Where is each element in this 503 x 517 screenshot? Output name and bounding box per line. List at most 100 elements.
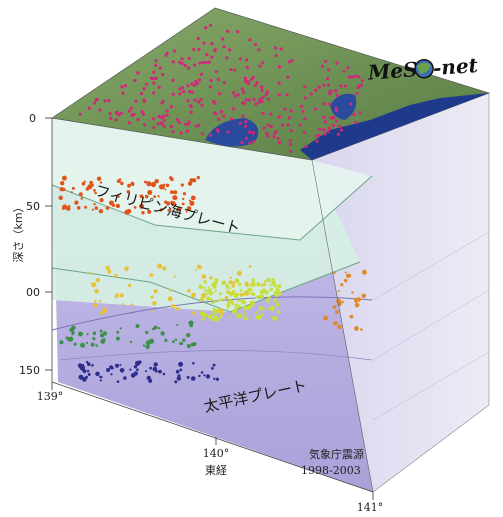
station-dot bbox=[320, 64, 324, 68]
station-dot bbox=[327, 126, 332, 130]
hypocenter-dot bbox=[142, 344, 146, 347]
hypocenter-dot bbox=[78, 192, 83, 197]
pacific-plate-inner-line bbox=[59, 350, 373, 361]
hypocenter-dot bbox=[99, 181, 103, 184]
station-dot bbox=[162, 124, 166, 129]
hypocenter-dot bbox=[107, 269, 112, 274]
station-dot bbox=[318, 127, 322, 131]
hypocenter-dot bbox=[235, 292, 240, 297]
station-dot bbox=[253, 84, 257, 88]
hypocenter-dot bbox=[127, 183, 131, 188]
station-dot bbox=[269, 112, 273, 116]
hypocenter-dot bbox=[99, 375, 102, 379]
station-dot bbox=[326, 77, 330, 81]
hypocenter-dot bbox=[360, 328, 363, 331]
depth-tick-150: 150 bbox=[19, 364, 40, 377]
hypocenter-dot bbox=[211, 301, 214, 305]
station-dot bbox=[264, 93, 268, 97]
station-dot bbox=[214, 70, 218, 74]
station-dot bbox=[328, 89, 332, 93]
hypocenter-dot bbox=[105, 265, 111, 271]
station-dot bbox=[175, 117, 179, 122]
hypocenter-dot bbox=[231, 302, 234, 305]
station-dot bbox=[197, 48, 201, 52]
station-dot bbox=[154, 59, 158, 63]
hypocenter-dot bbox=[78, 331, 83, 337]
station-dot bbox=[335, 61, 339, 65]
hypocenter-dot bbox=[227, 300, 230, 303]
hypocenter-dot bbox=[239, 293, 244, 297]
hypocenter-dot bbox=[99, 329, 103, 333]
station-dot bbox=[276, 137, 280, 141]
hypocenter-dot bbox=[174, 275, 176, 278]
hypocenter-dot bbox=[211, 317, 215, 322]
hypocenter-dot bbox=[199, 286, 202, 289]
station-dot bbox=[157, 85, 161, 89]
hypocenter-dot bbox=[266, 277, 271, 283]
hypocenter-dot bbox=[153, 325, 158, 330]
station-dot bbox=[121, 91, 125, 95]
station-dot bbox=[200, 132, 204, 136]
station-dot bbox=[142, 87, 146, 91]
station-dot bbox=[200, 103, 204, 107]
hypocenter-dot bbox=[354, 302, 360, 308]
hypocenter-dot bbox=[248, 305, 252, 309]
station-dot bbox=[317, 85, 321, 89]
hypocenter-dot bbox=[182, 338, 186, 342]
hypocenter-dot bbox=[361, 293, 367, 299]
hypocenter-dot bbox=[133, 206, 137, 209]
hypocenter-dot bbox=[136, 368, 139, 372]
station-dot bbox=[287, 60, 291, 64]
hypocenter-dot bbox=[259, 294, 265, 299]
station-dot bbox=[324, 59, 328, 64]
hypocenter-dot bbox=[164, 200, 168, 204]
hypocenter-dot bbox=[145, 330, 149, 334]
depth-tick-0: 0 bbox=[29, 112, 36, 125]
hypocenter-dot bbox=[164, 188, 167, 191]
hypocenter-dot bbox=[95, 371, 100, 377]
station-dot bbox=[309, 92, 313, 96]
hypocenter-dot bbox=[123, 376, 127, 380]
station-dot bbox=[189, 104, 193, 108]
hypocenter-dot bbox=[153, 289, 158, 294]
station-dot bbox=[257, 48, 261, 52]
station-dot bbox=[107, 99, 111, 103]
hypocenter-dot bbox=[237, 282, 242, 287]
station-dot bbox=[165, 109, 169, 113]
hypocenter-dot bbox=[157, 195, 160, 198]
hypocenter-dot bbox=[192, 311, 196, 315]
hypocenter-dot bbox=[237, 304, 241, 309]
hypocenter-dot bbox=[133, 365, 138, 369]
hypocenter-dot bbox=[90, 342, 95, 347]
station-dot bbox=[188, 90, 192, 94]
station-dot bbox=[117, 113, 121, 117]
station-dot bbox=[216, 130, 220, 134]
station-dot bbox=[323, 132, 327, 136]
station-dot bbox=[214, 112, 218, 116]
station-dot bbox=[120, 85, 124, 89]
station-dot bbox=[218, 92, 222, 96]
pacific-plate-top-surface bbox=[51, 296, 373, 331]
meso-net-logo: MeS -net bbox=[366, 53, 479, 85]
hypocenter-dot bbox=[109, 365, 114, 370]
hypocenter-dot bbox=[190, 195, 196, 201]
station-dot bbox=[358, 111, 362, 115]
station-dot bbox=[173, 49, 177, 53]
station-dot bbox=[132, 112, 136, 117]
hypocenter-dot bbox=[60, 181, 65, 186]
longitude-tick-141: 141° bbox=[357, 501, 384, 514]
hypocenter-dot bbox=[152, 327, 155, 331]
logo-text-end: -net bbox=[432, 53, 479, 80]
hypocenter-dot bbox=[269, 284, 272, 287]
station-dot bbox=[193, 83, 197, 87]
station-dot bbox=[278, 141, 282, 145]
hypocenter-dot bbox=[100, 333, 105, 338]
hypocenter-dot bbox=[188, 199, 192, 202]
logo-globe-icon bbox=[414, 58, 434, 79]
station-dot bbox=[114, 118, 118, 122]
station-dot bbox=[327, 68, 331, 72]
hypocenter-dot bbox=[99, 198, 104, 203]
station-dot bbox=[162, 114, 166, 118]
hypocenter-dot bbox=[243, 311, 246, 314]
hypocenter-dot bbox=[200, 309, 203, 312]
